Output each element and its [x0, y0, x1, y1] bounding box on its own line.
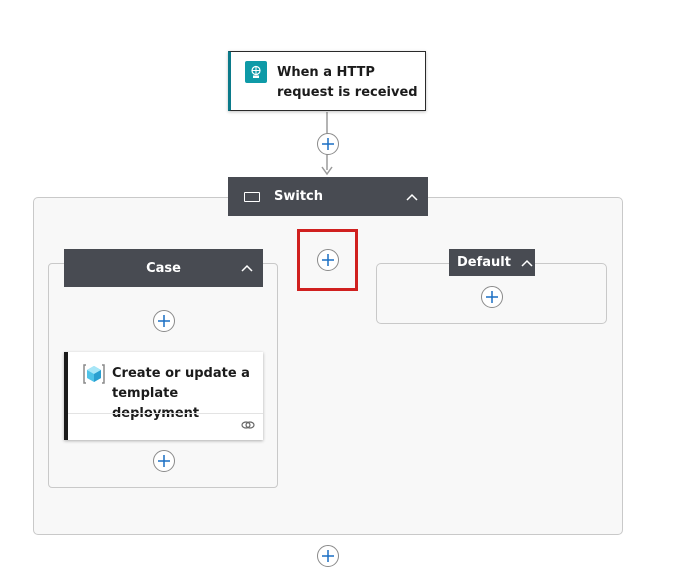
plus-icon — [322, 550, 334, 562]
switch-title: Switch — [274, 189, 324, 204]
template-deployment-icon — [83, 364, 105, 384]
case-header[interactable]: Case — [64, 249, 263, 287]
add-step-button[interactable] — [317, 133, 339, 155]
plus-icon — [158, 455, 170, 467]
highlight-box — [297, 229, 358, 291]
card-divider — [68, 413, 263, 414]
http-trigger-card[interactable]: When a HTTP request is received — [228, 51, 426, 111]
add-next-step-button[interactable] — [317, 545, 339, 567]
http-request-icon — [245, 61, 267, 83]
add-case-button[interactable] — [317, 249, 339, 271]
action-title: Create or update a template deployment — [112, 366, 250, 421]
default-title: Default — [457, 255, 511, 270]
plus-icon — [322, 254, 334, 266]
switch-header[interactable]: Switch — [228, 177, 428, 216]
case-title: Case — [146, 260, 181, 276]
switch-icon — [244, 191, 260, 202]
default-header[interactable]: Default — [449, 249, 535, 276]
case-add-action-button[interactable] — [153, 450, 175, 472]
plus-icon — [158, 315, 170, 327]
chevron-up-icon[interactable] — [241, 264, 253, 272]
plus-icon — [322, 138, 334, 150]
chevron-up-icon[interactable] — [406, 193, 418, 201]
plus-icon — [486, 291, 498, 303]
link-icon[interactable] — [241, 419, 255, 431]
template-deployment-card[interactable]: Create or update a template deployment — [64, 352, 263, 440]
trigger-title: When a HTTP request is received — [277, 65, 418, 100]
case-add-step-button[interactable] — [153, 310, 175, 332]
chevron-up-icon[interactable] — [521, 259, 533, 267]
default-add-action-button[interactable] — [481, 286, 503, 308]
